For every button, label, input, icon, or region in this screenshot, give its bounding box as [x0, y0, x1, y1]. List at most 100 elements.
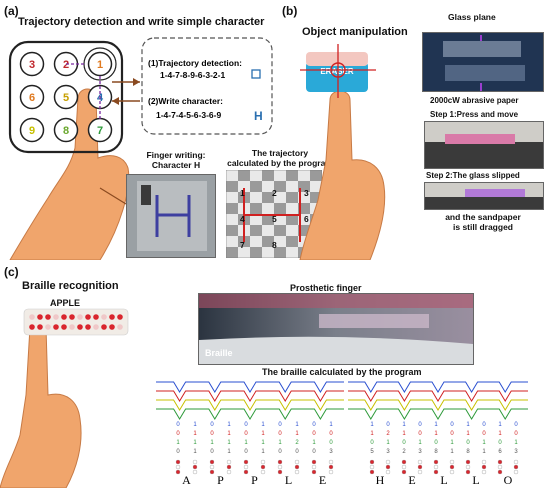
- braille-strip-dot: [45, 324, 51, 330]
- braille-left-code: 0: [244, 431, 248, 437]
- braille-left-dot: [192, 459, 198, 465]
- braille-left-code: 0: [329, 431, 333, 437]
- braille-left-letter: E: [319, 473, 326, 487]
- braille-right-dot: [417, 469, 423, 475]
- keypad-key-1: [87, 51, 113, 77]
- box-char: H: [254, 109, 263, 123]
- braille-right-code: 1: [466, 431, 470, 437]
- braille-left-code: 1: [227, 431, 231, 437]
- panel-b-label: (b): [282, 4, 298, 18]
- braille-left-code: 1: [193, 431, 197, 437]
- braille-left-code: 1: [312, 440, 316, 446]
- braille-strip-dot: [61, 314, 67, 320]
- braille-right-dot: [465, 464, 471, 470]
- braille-right-dot: [513, 469, 519, 475]
- braille-strip-dot: [85, 324, 91, 330]
- wave-line: [348, 390, 528, 402]
- braille-right-dot: [481, 469, 487, 475]
- braille-strip-dot: [93, 314, 99, 320]
- braille-left-code: 1: [193, 440, 197, 446]
- braille-left-code: 0: [176, 449, 180, 455]
- hand-a: [9, 88, 130, 260]
- braille-left-code: 1: [261, 449, 265, 455]
- braille-left-code: 0: [278, 422, 282, 428]
- braille-left-code: 0: [312, 449, 316, 455]
- braille-strip: [23, 308, 129, 336]
- wave-line: [348, 408, 528, 420]
- braille-right-dot: [417, 459, 423, 465]
- braille-strip-dot: [117, 314, 123, 320]
- braille-left-code: 1: [227, 422, 231, 428]
- panel-c-label: (c): [4, 265, 19, 279]
- braille-right-code: 1: [514, 440, 518, 446]
- braille-left-dot: [243, 464, 249, 470]
- braille-right-code: 1: [386, 440, 390, 446]
- braille-left-code: 0: [312, 431, 316, 437]
- braille-right-dot: [433, 459, 439, 465]
- braille-strip-dot: [69, 324, 75, 330]
- square-marker: [251, 69, 261, 79]
- braille-left-dot: [209, 469, 215, 475]
- braille-strip-dot: [53, 314, 59, 320]
- braille-right-code: 1: [482, 440, 486, 446]
- braille-left-code: 0: [244, 422, 248, 428]
- braille-strip-dot: [69, 314, 75, 320]
- braille-left-code: 1: [193, 422, 197, 428]
- step2-label: Step 2:The glass slipped: [426, 171, 520, 180]
- braille-left-code: 0: [278, 431, 282, 437]
- braille-left-code: 1: [227, 449, 231, 455]
- braille-left-dot: [209, 459, 215, 465]
- braille-left-dot: [277, 464, 283, 470]
- braille-hand-illustration: [0, 308, 129, 488]
- braille-right-dot: [465, 469, 471, 475]
- braille-right-code: 0: [418, 422, 422, 428]
- braille-right-dot: [513, 459, 519, 465]
- braille-left-code: 1: [295, 422, 299, 428]
- keypad-key-9: [19, 117, 45, 143]
- braille-left-dot: [226, 459, 232, 465]
- braille-strip-dot: [109, 324, 115, 330]
- braille-right-dot: [369, 469, 375, 475]
- braille-left-code: 1: [261, 431, 265, 437]
- braille-left-dot: [226, 469, 232, 475]
- braille-right-code: 0: [482, 431, 486, 437]
- braille-left-code: 1: [244, 440, 248, 446]
- braille-left-dot: [328, 469, 334, 475]
- keypad-num-7: 7: [97, 125, 103, 137]
- braille-left-code: 0: [244, 449, 248, 455]
- grid-number-8: 8: [272, 240, 277, 250]
- braille-right-dot: [497, 464, 503, 470]
- prosthetic-photo: Braille: [198, 293, 474, 365]
- grid-number-6: 6: [304, 214, 309, 224]
- glass-plane-photo: [422, 32, 544, 92]
- braille-strip-dot: [93, 324, 99, 330]
- keypad-key-6: [19, 84, 45, 110]
- braille-right-code: 8: [434, 449, 438, 455]
- step2-photo: [424, 182, 544, 210]
- braille-right-code: 0: [434, 440, 438, 446]
- braille-right-code: 1: [370, 431, 374, 437]
- braille-left-dot: [260, 459, 266, 465]
- box-seq1: 1-4-7-8-9-6-3-2-1: [160, 70, 225, 80]
- braille-left-code: 1: [278, 440, 282, 446]
- grid-number-7: 7: [240, 240, 245, 250]
- grid-number-4: 4: [240, 214, 245, 224]
- braille-left-code: 1: [210, 440, 214, 446]
- prosthetic-label: Prosthetic finger: [290, 283, 362, 293]
- braille-left-code: 1: [329, 422, 333, 428]
- braille-strip-dot: [37, 324, 43, 330]
- braille-strip-dot: [29, 324, 35, 330]
- braille-left-letter: P: [217, 473, 224, 487]
- braille-left-code: 0: [329, 440, 333, 446]
- braille-right-dot: [449, 464, 455, 470]
- braille-left-dot: [294, 469, 300, 475]
- braille-right-code: 0: [418, 431, 422, 437]
- keypad-num-8: 8: [63, 125, 69, 137]
- panel-b-illustration: ERASER: [299, 44, 386, 260]
- grid-number-5: 5: [272, 214, 277, 224]
- wave-line: [156, 381, 344, 393]
- keypad-key-3: [19, 51, 45, 77]
- braille-right-code: 1: [482, 449, 486, 455]
- braille-left-dot: [311, 464, 317, 470]
